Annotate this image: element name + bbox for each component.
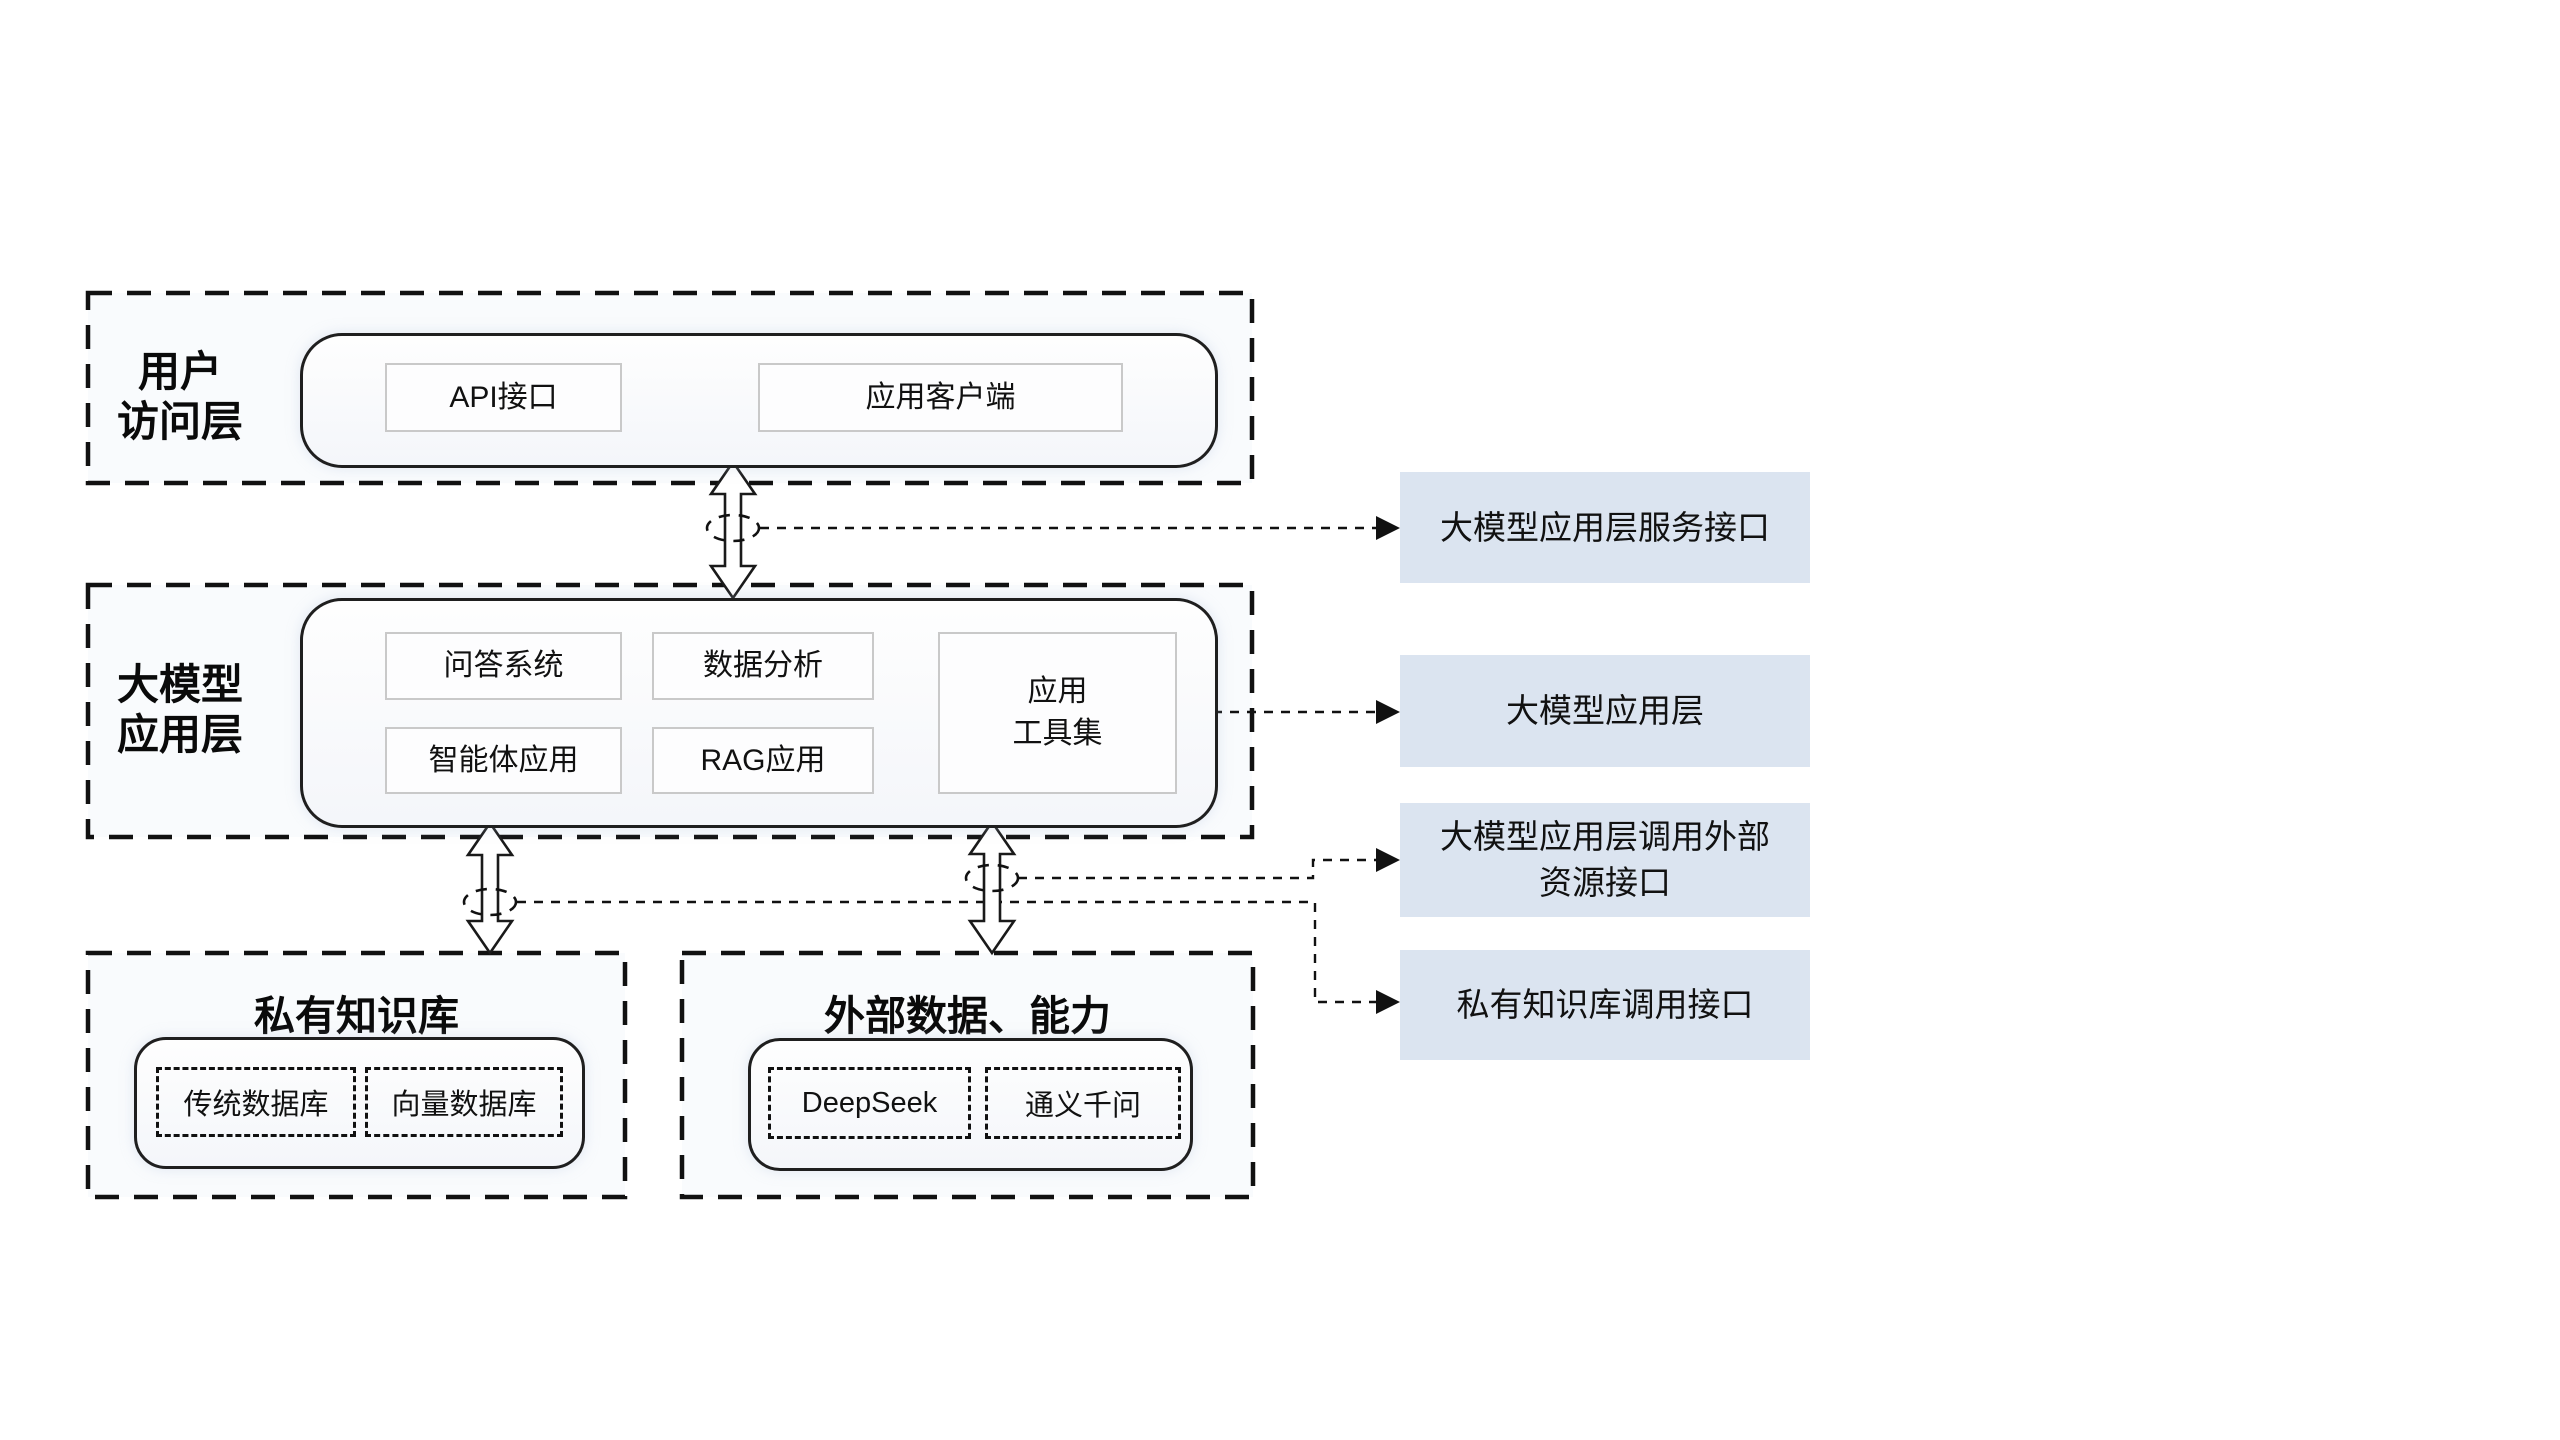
box-qwen: 通义千问 [985, 1067, 1181, 1139]
title-external: 外部数据、能力 [824, 993, 1111, 1039]
annotation-kb-call: 私有知识库调用接口 [1400, 950, 1810, 1060]
box-rag-app: RAG应用 [652, 727, 874, 794]
box-deepseek: DeepSeek [768, 1067, 971, 1139]
layer-label-line: 访问层 [116, 398, 243, 445]
annotation-text: 私有知识库调用接口 [1456, 986, 1754, 1024]
annotation-external-call: 大模型应用层调用外部 资源接口 [1400, 803, 1810, 917]
link-ellipse-llm-external-icon [964, 863, 1020, 893]
annotation-text-line: 资源接口 [1539, 864, 1671, 901]
layer-label-line: 用户 [137, 348, 222, 395]
link-ellipse-user-llm-icon [705, 513, 761, 543]
layer-label-line: 应用层 [116, 711, 243, 758]
double-arrow-llm-kb-icon [465, 820, 515, 956]
box-app-toolset-line: 工具集 [1012, 717, 1103, 750]
connector-kb-call [517, 900, 1376, 1004]
connector-external-call [1018, 858, 1376, 880]
layer-label-llm-app: 大模型 应用层 [66, 660, 294, 760]
box-app-toolset: 应用 工具集 [938, 632, 1177, 794]
annotation-text: 大模型应用层服务接口 [1440, 508, 1770, 546]
arrowhead-kb-call-icon [1376, 990, 1400, 1014]
arrowhead-service-interface-icon [1376, 516, 1400, 540]
box-traditional-db: 传统数据库 [156, 1067, 356, 1137]
annotation-text-line: 大模型应用层调用外部 [1440, 818, 1770, 856]
box-api-interface: API接口 [385, 363, 622, 432]
box-qa-system: 问答系统 [385, 632, 622, 700]
box-app-toolset-line: 应用 [1027, 675, 1088, 708]
double-arrow-llm-external-icon [967, 819, 1017, 956]
title-private-kb: 私有知识库 [254, 993, 459, 1039]
layer-label-line: 大模型 [116, 661, 243, 708]
box-agent-app: 智能体应用 [385, 727, 622, 794]
annotation-app-layer: 大模型应用层 [1400, 655, 1810, 767]
annotation-service-interface: 大模型应用层服务接口 [1400, 472, 1810, 583]
annotation-text: 大模型应用层 [1506, 692, 1704, 730]
double-arrow-user-llm-icon [708, 459, 758, 601]
arrowhead-external-call-icon [1376, 848, 1400, 872]
box-data-analysis: 数据分析 [652, 632, 874, 700]
box-app-client: 应用客户端 [758, 363, 1123, 432]
box-vector-db: 向量数据库 [365, 1067, 563, 1137]
arrowhead-app-layer-icon [1376, 700, 1400, 724]
link-ellipse-llm-kb-icon [462, 887, 518, 917]
layer-label-user-access: 用户 访问层 [66, 347, 294, 447]
private-kb-container [134, 1037, 585, 1169]
